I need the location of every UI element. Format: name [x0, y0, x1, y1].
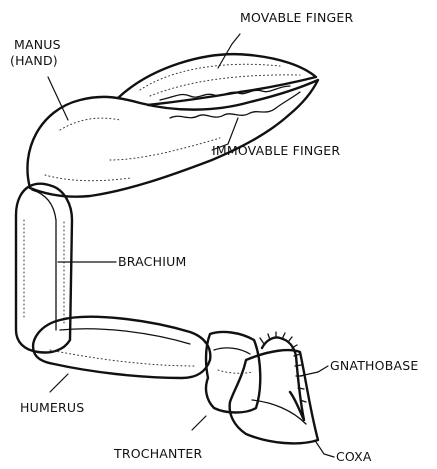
gnathobase	[260, 332, 306, 420]
leader-movable-finger	[218, 34, 240, 68]
label-brachium: BRACHIUM	[118, 254, 186, 269]
label-coxa: COXA	[336, 449, 372, 464]
movable-finger	[118, 54, 316, 105]
label-immovable-finger: IMMOVABLE FINGER	[212, 143, 340, 158]
leader-coxa	[316, 442, 334, 457]
leader-humerus	[50, 374, 68, 392]
label-gnathobase: GNATHOBASE	[330, 358, 418, 373]
coxa	[230, 350, 318, 443]
label-movable-finger: MOVABLE FINGER	[240, 10, 354, 25]
label-trochanter: TROCHANTER	[113, 446, 203, 461]
humerus	[33, 317, 210, 378]
leader-trochanter	[192, 416, 206, 430]
manus-hand	[27, 80, 318, 197]
label-humerus: HUMERUS	[20, 400, 84, 415]
label-manus: MANUS	[14, 37, 61, 52]
label-manus-hand: (HAND)	[10, 53, 58, 68]
